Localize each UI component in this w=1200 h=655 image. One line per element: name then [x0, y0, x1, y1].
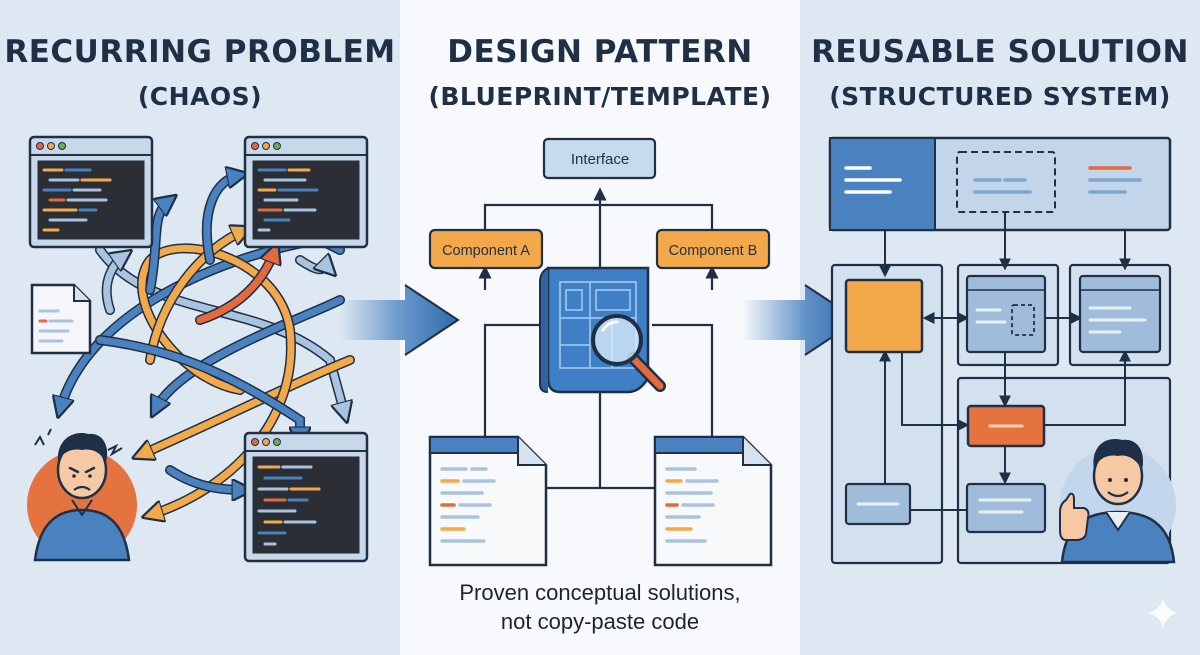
orange-module: [844, 278, 924, 354]
right-title: REUSABLE SOLUTION: [811, 34, 1189, 70]
component-a-label: Component A: [442, 243, 530, 259]
document-icon: [653, 435, 773, 567]
frustrated-person-icon: [27, 428, 137, 562]
component-b-box: Component B: [655, 228, 771, 270]
document-icon: [428, 435, 548, 567]
caption-line-1: Proven conceptual solutions,: [459, 580, 741, 605]
interface-box: Interface: [542, 137, 657, 180]
document-icon: [30, 283, 92, 355]
middle-subtitle: (BLUEPRINT/TEMPLATE): [428, 82, 772, 111]
module-window: [1078, 274, 1162, 354]
transition-arrow-left: [340, 284, 460, 356]
module-window: [965, 274, 1047, 354]
interface-label: Interface: [571, 151, 629, 168]
left-subtitle: (CHAOS): [137, 82, 263, 111]
caption-line-2: not copy-paste code: [500, 609, 700, 634]
pattern-connectors: [478, 187, 719, 490]
pattern-caption: Proven conceptual solutions, not copy-pa…: [400, 578, 800, 636]
code-window-icon: [28, 135, 154, 249]
left-title: RECURRING PROBLEM: [4, 34, 396, 70]
system-header-window: [828, 136, 1172, 232]
module-block: [844, 482, 912, 526]
component-b-label: Component B: [669, 243, 758, 259]
middle-title: DESIGN PATTERN: [447, 34, 753, 70]
happy-person-icon: [1059, 439, 1176, 564]
sparkle-icon: [1148, 598, 1178, 628]
magnifier-icon: [591, 314, 666, 392]
module-block: [965, 482, 1047, 534]
code-window-icon: [243, 431, 369, 563]
component-a-box: Component A: [428, 228, 544, 270]
red-module: [966, 404, 1046, 448]
system-connectors: [879, 212, 1131, 511]
tangled-arrows: [60, 175, 355, 515]
code-window-icon: [243, 135, 369, 249]
right-subtitle: (STRUCTURED SYSTEM): [829, 82, 1171, 111]
